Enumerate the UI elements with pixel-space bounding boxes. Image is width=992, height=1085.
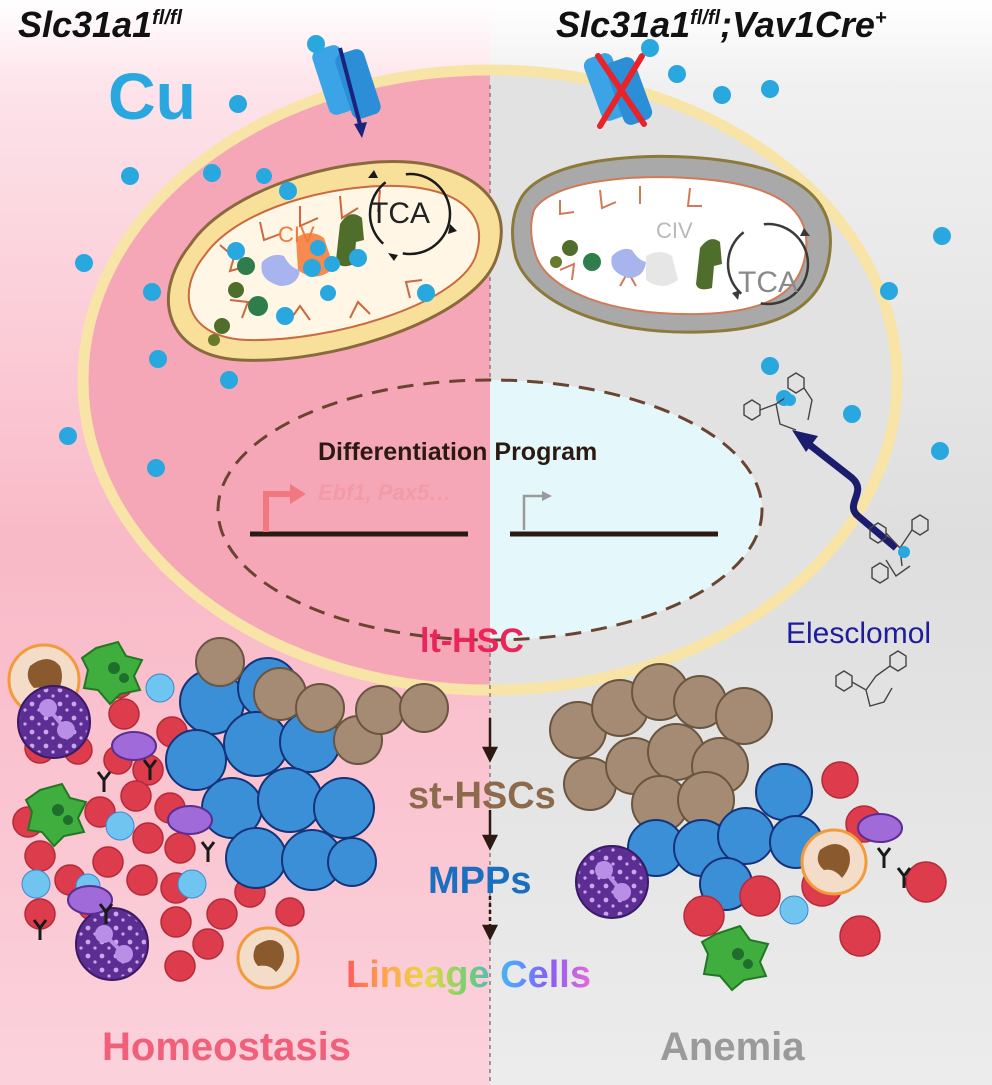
lt-hsc-label: lt-HSC [420, 622, 524, 660]
lineage-cells-label: Lineage Cells [346, 954, 591, 996]
antibody-icons-left [32, 759, 216, 940]
homeostasis-label: Homeostasis [102, 1025, 351, 1069]
monocyte-cell-right-icon [800, 828, 868, 896]
complex-iv-label-left: CIV [278, 222, 315, 247]
neutrophil-cell-right-icon [575, 845, 649, 919]
tca-cycle-label-left: TCA [370, 197, 430, 230]
elesclomol-label: Elesclomol [786, 617, 932, 650]
gene-promoter-active [250, 484, 468, 537]
st-hsc-cells-right [549, 663, 773, 833]
st-hscs-label: st-HSCs [408, 775, 556, 817]
blocked-transporter-icon [583, 53, 653, 129]
hierarchy-arrows [481, 718, 499, 941]
mpp-cells-right [627, 763, 823, 911]
neutrophil-cell-left-icon [17, 685, 149, 981]
eosinophil-cell-right-icon [857, 813, 903, 843]
title-wildtype: Slc31a1fl/fl [18, 4, 183, 45]
eosinophil-cell-left-icon [67, 731, 213, 915]
complex-iv-label-right: CIV [656, 218, 693, 243]
anemia-label: Anemia [660, 1025, 805, 1069]
platelets-right [779, 895, 809, 925]
nucleus [216, 378, 764, 642]
copper-ions [59, 35, 951, 477]
antibody-icons-right [876, 847, 912, 888]
copper-label: Cu [108, 59, 196, 133]
differentiation-program-label: Differentiation Program [318, 438, 598, 466]
mpps-label: MPPs [428, 860, 532, 902]
macrophage-cell-left-icon [24, 640, 144, 848]
st-hsc-cells-left [195, 637, 449, 765]
elesclomol-molecule-icon [743, 372, 929, 707]
title-knockout: Slc31a1fl/fl;Vav1Cre+ [556, 4, 887, 45]
macrophage-cell-right-icon [700, 924, 770, 992]
elesclomol-arrow [792, 430, 899, 551]
copper-transporter-icon [312, 45, 381, 138]
tca-cycle-label-right: TCA [738, 266, 798, 299]
gene-promoter-inactive [510, 491, 718, 537]
mitochondrion-deficient [511, 154, 832, 334]
gene-names-label: Ebf1, Pax5… [318, 480, 452, 505]
